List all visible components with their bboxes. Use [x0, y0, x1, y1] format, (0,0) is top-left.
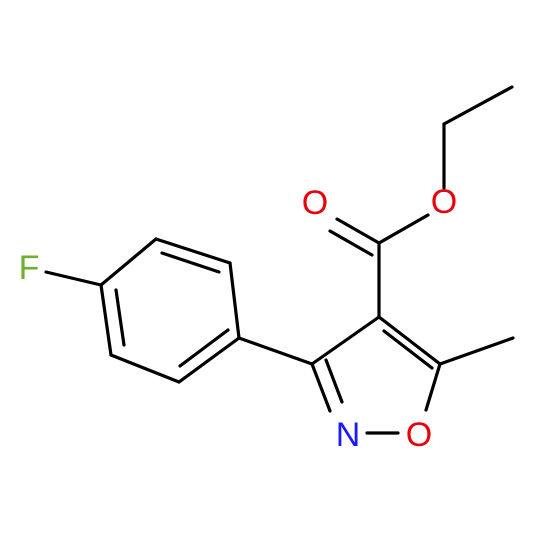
bond-ar-c5-c6-inner	[160, 251, 221, 274]
bond-ar-c1-c2	[177, 336, 241, 384]
atom-label-carbonyl-oxygen: O	[302, 184, 328, 222]
atom-label-fluorine: F	[19, 249, 40, 287]
bond-ar-c3-c4	[99, 283, 113, 357]
bond-ethyl-ch3-ch2	[442, 85, 514, 126]
atom-label-ring-oxygen: O	[406, 416, 432, 454]
bond-c4-c5-double	[382, 329, 434, 370]
bond-o-ester-carbon	[377, 213, 430, 245]
atom-label-ring-nitrogen: N	[336, 416, 361, 454]
bond-c-f	[44, 270, 103, 287]
bond-carbonyl-1	[335, 217, 381, 245]
bond-c3-c4	[310, 315, 381, 366]
bond-carbonyl-2	[328, 229, 374, 257]
bond-n-c3-double	[324, 358, 344, 404]
atom-label-ester-oxygen: O	[431, 183, 457, 221]
bond-ar-c1-c2-inner	[178, 328, 230, 368]
bond-c5-methyl	[438, 336, 515, 366]
bond-ar-c6-c1	[228, 261, 241, 340]
bond-n-c3-single	[310, 362, 332, 413]
bond-ar-c4-c5	[99, 237, 158, 287]
bond-ar-c3-c4-inner	[114, 288, 126, 347]
bond-c5-o-ring	[424, 362, 442, 412]
bond-c4-c5-single	[377, 315, 442, 366]
bond-c3-aryl	[237, 336, 314, 366]
bond-ar-c5-c6	[154, 237, 232, 265]
bond-ar-c2-c3	[109, 353, 181, 384]
